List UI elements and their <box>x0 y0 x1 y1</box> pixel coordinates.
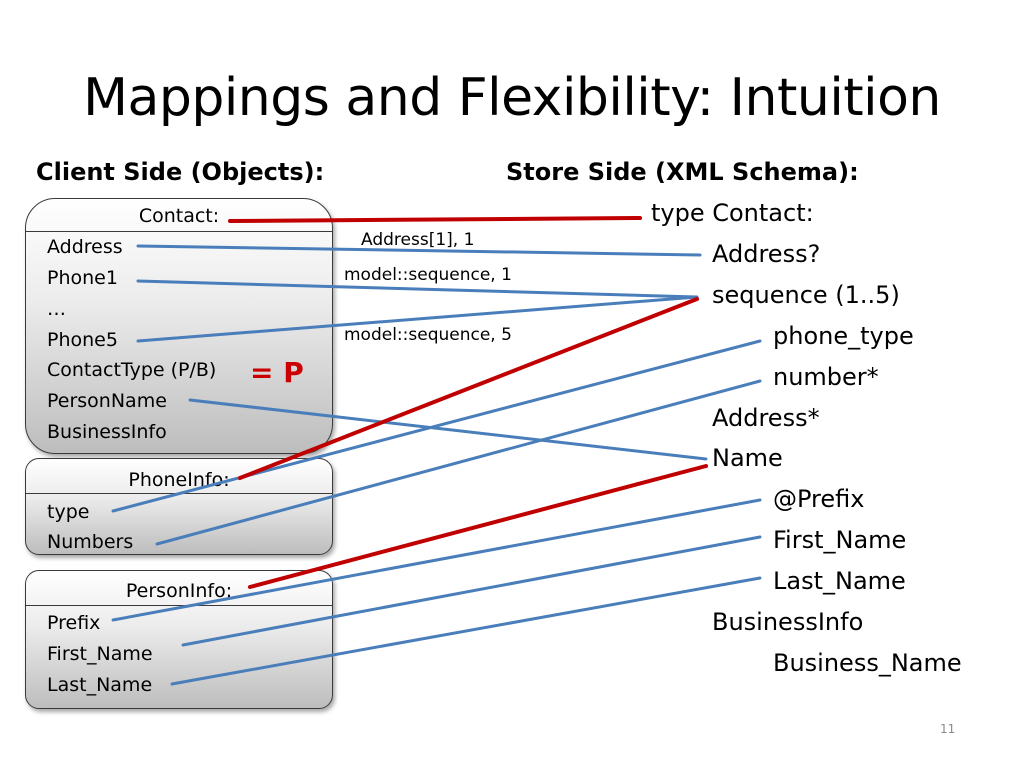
phoneinfo-entity-box: PhoneInfo: type Numbers <box>25 458 333 555</box>
contact-title-divider <box>26 231 332 232</box>
personinfo-field-prefix: Prefix <box>47 612 101 634</box>
personinfo-title-divider <box>26 605 332 606</box>
schema-sequence: sequence (1..5) <box>712 281 900 309</box>
phoneinfo-field-type: type <box>47 501 90 523</box>
mapping-label-sequence-1: model::sequence, 1 <box>344 265 512 285</box>
schema-first-name: First_Name <box>773 526 907 554</box>
personinfo-entity-title: PersonInfo: <box>125 580 233 602</box>
phoneinfo-field-numbers: Numbers <box>47 531 134 553</box>
page-number: 11 <box>940 722 956 736</box>
contact-field-phone5: Phone5 <box>47 329 118 351</box>
schema-prefix: @Prefix <box>773 485 865 513</box>
contact-entity-title: Contact: <box>138 205 220 227</box>
schema-last-name: Last_Name <box>773 567 906 595</box>
store-side-heading: Store Side (XML Schema): <box>506 158 859 186</box>
schema-address-optional: Address? <box>712 240 821 268</box>
contact-type-assignment: = P <box>250 356 304 389</box>
schema-number: number* <box>773 363 879 391</box>
mapping-label-address: Address[1], 1 <box>361 230 475 250</box>
slide-title: Mappings and Flexibility: Intuition <box>83 68 941 128</box>
contact-field-ellipsis: … <box>47 298 66 320</box>
schema-address-many: Address* <box>712 404 820 432</box>
schema-name: Name <box>712 444 783 472</box>
schema-phone-type: phone_type <box>773 322 914 350</box>
phoneinfo-entity-title: PhoneInfo: <box>128 469 230 491</box>
phoneinfo-title-divider <box>26 493 332 494</box>
contact-field-businessinfo: BusinessInfo <box>47 421 167 443</box>
schema-type-contact: type Contact: <box>651 199 814 227</box>
client-side-heading: Client Side (Objects): <box>36 158 325 186</box>
personinfo-field-last-name: Last_Name <box>47 674 153 696</box>
schema-business-name: Business_Name <box>773 649 962 677</box>
contact-field-address: Address <box>47 236 123 258</box>
mapping-label-sequence-5: model::sequence, 5 <box>344 325 512 345</box>
contact-field-personname: PersonName <box>47 390 167 412</box>
schema-businessinfo: BusinessInfo <box>712 608 864 636</box>
contact-entity-box: Contact: Address Phone1 … Phone5 Contact… <box>25 198 333 454</box>
contact-field-phone1: Phone1 <box>47 267 118 289</box>
contact-field-contacttype: ContactType (P/B) <box>47 359 217 381</box>
personinfo-entity-box: PersonInfo: Prefix First_Name Last_Name <box>25 570 333 709</box>
personinfo-field-first-name: First_Name <box>47 643 153 665</box>
